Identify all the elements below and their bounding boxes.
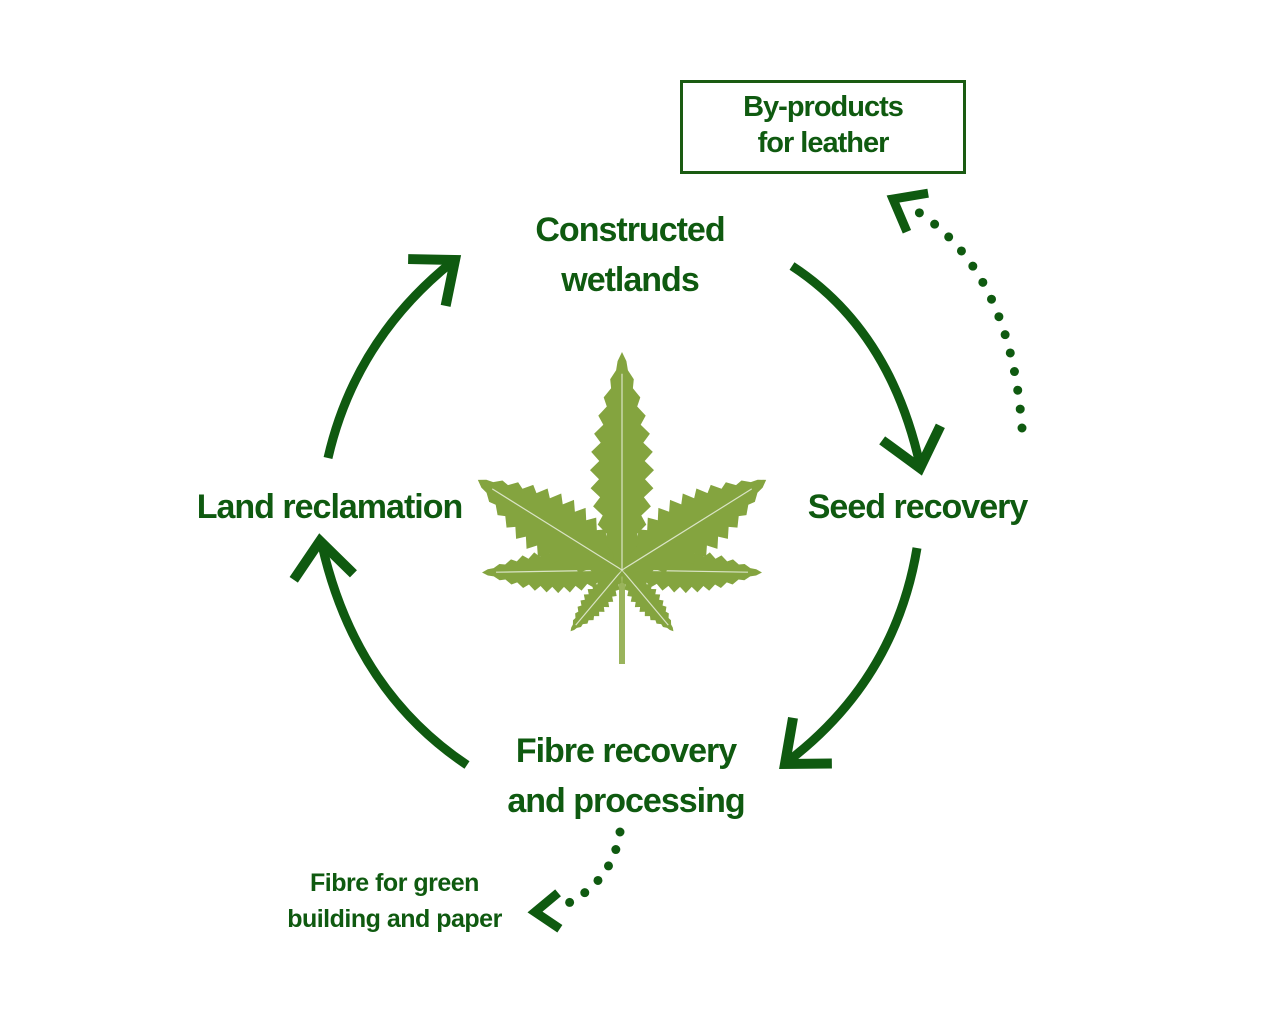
curved-arrow-icon [779,716,832,770]
cycle-arrows [289,254,945,770]
curved-arrow-icon [289,533,357,583]
curved-arrow-icon [408,254,462,307]
node-land-reclamation: Land reclamation [172,484,487,530]
dotted-arrow-icon [886,188,929,234]
dotted-arrow-icon [527,889,563,933]
output-box-leather: By-products for leather [680,80,966,174]
node-label-line: Land reclamation [196,488,464,526]
dotted-arrow-line [553,827,625,913]
leaf-lobe [622,479,767,575]
node-seed-recovery: Seed recovery [780,484,1055,530]
node-label-line: Seed recovery [807,488,1029,526]
node-fibre-recovery: Fibre recovery and processing [466,726,786,826]
leaf-lobe [477,479,622,575]
node-constructed-wetlands: Constructed wetlands [480,205,780,305]
leaf-vein [491,488,623,571]
leaf-vein [575,569,623,626]
cycle-arrow-line [317,544,470,769]
cycle-arrow-line [789,262,925,466]
node-label-line: Constructed [535,211,725,249]
cycle-arrow-line [323,258,455,460]
dotted-arrow-line [910,205,1027,433]
leaf-vein [621,569,669,626]
curved-arrow-icon [879,423,945,476]
output-label-line: building and paper [287,905,502,933]
output-label-line: for leather [757,127,890,159]
cycle-arrow-line [784,547,922,766]
output-label-line: Fibre for green [310,869,479,897]
output-label-line: By-products [743,91,904,123]
node-label-line: wetlands [561,261,699,299]
cannabis-leaf-icon [477,352,767,664]
node-label-line: and processing [507,782,745,820]
leaf-vein [621,488,753,571]
output-arrows [527,188,1027,933]
node-label-line: Fibre recovery [515,732,737,770]
output-fibre-paper: Fibre for green building and paper [262,865,527,937]
